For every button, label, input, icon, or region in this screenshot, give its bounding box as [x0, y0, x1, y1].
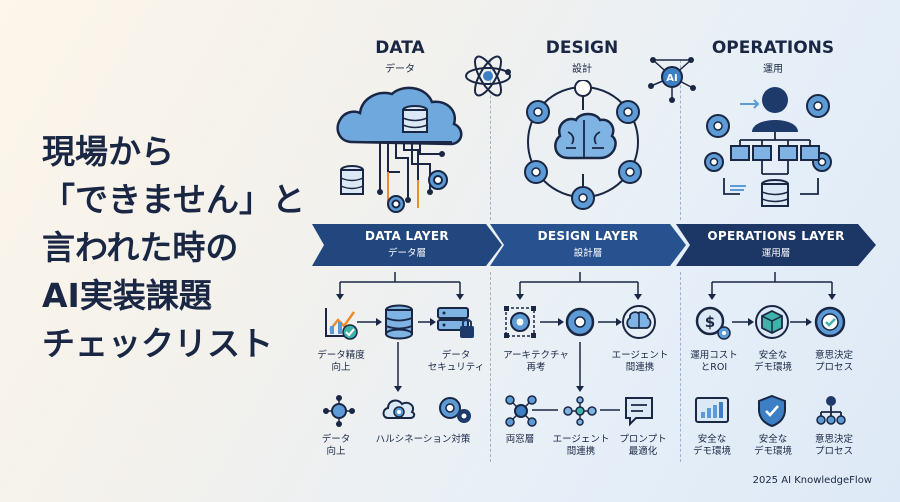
layer-subtitle: データ層	[387, 248, 426, 259]
cloud-gear-icon	[382, 399, 416, 419]
item-caption: 安全な デモ環境	[692, 434, 731, 457]
org-chart-icon	[816, 396, 846, 425]
title-line-1: 現場から	[42, 132, 174, 171]
column-subtitle: 設計	[572, 64, 592, 75]
column-header-operations: OPERATIONS 運用	[688, 38, 858, 75]
column-header-design: DESIGN 設計	[497, 38, 667, 75]
column-title: DATA	[375, 38, 425, 58]
agent-link-icon	[563, 396, 597, 426]
item-caption: ハルシネーション対策	[375, 434, 471, 445]
layer-band-data: DATA LAYER データ層	[312, 224, 502, 266]
network-nodes-icon	[323, 395, 355, 427]
item-caption: アーキテクチャ 再考	[503, 350, 569, 373]
layer-title: OPERATIONS LAYER	[707, 229, 845, 243]
cluster-icon	[505, 395, 537, 427]
gear-icon	[565, 307, 595, 337]
chart-check-icon	[325, 308, 358, 340]
column-divider	[680, 272, 681, 462]
layer-subtitle: 設計層	[573, 248, 603, 259]
brain-gears-icon	[524, 80, 642, 210]
item-caption: 意思決定 プロセス	[814, 350, 853, 373]
cloud-database-icon	[336, 86, 463, 213]
svg-text:AI: AI	[666, 73, 677, 84]
item-caption: データ精度 向上	[317, 350, 365, 373]
column-header-data: DATA データ	[315, 38, 485, 75]
atom-icon	[465, 55, 511, 97]
footer-credit: 2025 AI KnowledgeFlow	[752, 475, 872, 486]
item-caption: 運用コスト とROI	[690, 350, 738, 373]
column-divider	[490, 272, 491, 462]
svg-text:$: $	[705, 313, 715, 331]
brain-chip-icon	[622, 305, 656, 339]
layer-title: DATA LAYER	[365, 229, 449, 243]
architecture-gear-icon	[504, 306, 536, 338]
item-caption: データ セキュリティ	[427, 350, 485, 373]
dashboard-chart-icon	[695, 397, 729, 423]
ai-network-icon: AI	[648, 57, 696, 103]
layer-subtitle: 運用層	[761, 248, 791, 259]
item-caption: エージェント 間連携	[611, 350, 669, 373]
column-title: DESIGN	[545, 38, 619, 58]
item-caption: データ 向上	[321, 434, 351, 457]
layer-title: DESIGN LAYER	[537, 229, 639, 243]
chat-bubble-icon	[625, 397, 653, 427]
shield-check-icon	[758, 394, 786, 428]
gears-icon	[439, 397, 471, 423]
item-caption: 安全な デモ環境	[753, 350, 792, 373]
item-caption: プロンプト 最適化	[619, 434, 667, 457]
item-caption: 意思決定 プロセス	[814, 434, 853, 457]
server-lock-icon	[437, 307, 474, 338]
item-caption: 両窓層	[505, 434, 535, 445]
gear-check-icon	[814, 306, 846, 338]
layer-band-design: DESIGN LAYER 設計層	[490, 224, 686, 266]
operations-flowchart-icon	[704, 87, 832, 207]
column-title: OPERATIONS	[711, 38, 835, 58]
page-title: 現場から 「できません」と 言われた時の AI実装課題 チェックリスト	[42, 128, 312, 368]
title-line-4: AI実装課題	[42, 276, 212, 315]
cube-icon	[755, 305, 789, 339]
layer-band-operations: OPERATIONS LAYER 運用層	[676, 224, 876, 266]
database-icon	[385, 304, 413, 340]
cost-roi-icon: $	[695, 306, 731, 340]
title-line-5: チェックリスト	[42, 324, 273, 363]
column-divider	[490, 60, 491, 220]
column-divider	[680, 60, 681, 220]
title-line-2: 「できません」と	[42, 180, 306, 219]
title-line-3: 言われた時の	[42, 228, 239, 267]
column-subtitle: データ	[385, 64, 415, 75]
item-caption: エージェント 間連携	[552, 434, 610, 457]
column-subtitle: 運用	[763, 64, 783, 75]
item-caption: 安全な デモ環境	[753, 434, 792, 457]
